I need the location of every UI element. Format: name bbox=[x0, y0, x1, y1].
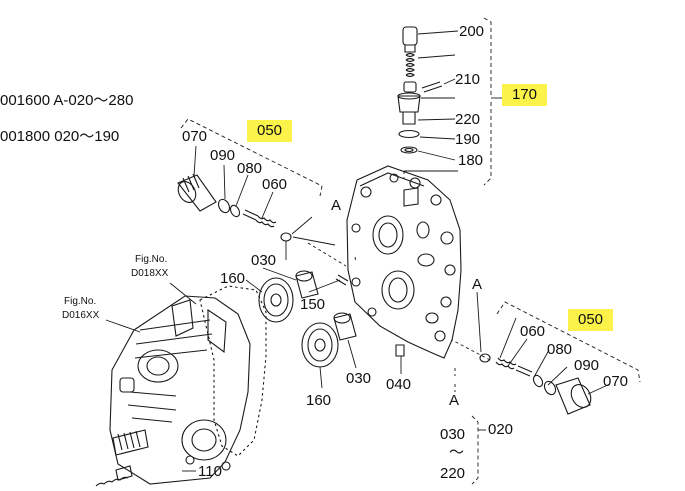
pin-150 bbox=[335, 274, 349, 286]
part-label-090-left: 090 bbox=[210, 147, 236, 164]
part-label-070-left: 070 bbox=[182, 128, 208, 145]
part-label-220: 220 bbox=[455, 111, 481, 128]
part-label-110: 110 bbox=[198, 463, 222, 480]
part-label-080-left: 080 bbox=[237, 160, 263, 177]
leader-lines-right bbox=[451, 291, 611, 395]
fig-ref-d016-line2: D016XX bbox=[62, 310, 100, 321]
part-label-180: 180 bbox=[458, 152, 484, 169]
bushing-bottom bbox=[333, 312, 357, 341]
part-label-030-bottom: 030 bbox=[346, 370, 372, 387]
part-label-030-top: 030 bbox=[251, 252, 277, 269]
note-line-2: 001800 020～190 bbox=[0, 128, 120, 145]
fig-ref-d018-line1: Fig.No. bbox=[135, 254, 168, 265]
part-label-050-left: 050 bbox=[247, 120, 293, 142]
marker-a-right: A bbox=[472, 276, 483, 293]
part-label-210: 210 bbox=[455, 71, 481, 88]
fig-ref-d018-line2: D018XX bbox=[131, 268, 169, 279]
central-housing bbox=[346, 165, 462, 359]
part-label-020: 020 bbox=[488, 421, 514, 438]
part-label-150: 150 bbox=[300, 296, 326, 313]
bolt-assembly-right bbox=[479, 353, 592, 415]
part-label-190: 190 bbox=[455, 131, 481, 148]
pump-gear-bottom bbox=[301, 322, 339, 368]
bolt-assembly-left bbox=[177, 173, 292, 242]
bracket-050-right bbox=[496, 301, 641, 383]
bracket-020 bbox=[471, 415, 479, 485]
marker-a-left: A bbox=[331, 197, 342, 214]
part-label-160-top: 160 bbox=[220, 270, 246, 287]
range-symbol: ～ bbox=[449, 444, 465, 461]
part-label-030-range: 030 bbox=[440, 426, 466, 443]
marker-a-bottom: A bbox=[449, 392, 460, 409]
fig-ref-d016-line1: Fig.No. bbox=[64, 296, 97, 307]
leader-lines-middle bbox=[105, 242, 402, 472]
leader-lines-top bbox=[403, 30, 459, 178]
part-label-050-right: 050 bbox=[568, 309, 614, 331]
part-label-090-right: 090 bbox=[574, 357, 600, 374]
part-label-060-left: 060 bbox=[262, 176, 288, 193]
part-label-060-right: 060 bbox=[520, 323, 546, 340]
part-label-040: 040 bbox=[386, 376, 412, 393]
pump-gear-top bbox=[258, 277, 294, 323]
bracket-050-left bbox=[180, 118, 323, 197]
valve-stack-top bbox=[397, 26, 443, 154]
part-label-220-range: 220 bbox=[440, 465, 466, 482]
bracket-170 bbox=[483, 17, 492, 186]
part-label-160-bottom: 160 bbox=[306, 392, 332, 409]
part-label-070-right: 070 bbox=[603, 373, 629, 390]
plug-040 bbox=[395, 344, 405, 357]
part-label-200: 200 bbox=[459, 23, 485, 40]
part-label-080-right: 080 bbox=[547, 341, 573, 358]
note-line-1: 001600 A-020～280 bbox=[0, 92, 134, 109]
gear-housing bbox=[95, 295, 251, 487]
part-label-170: 170 bbox=[502, 84, 548, 106]
leader-lines-left bbox=[193, 145, 336, 260]
bushing-top bbox=[295, 270, 319, 299]
